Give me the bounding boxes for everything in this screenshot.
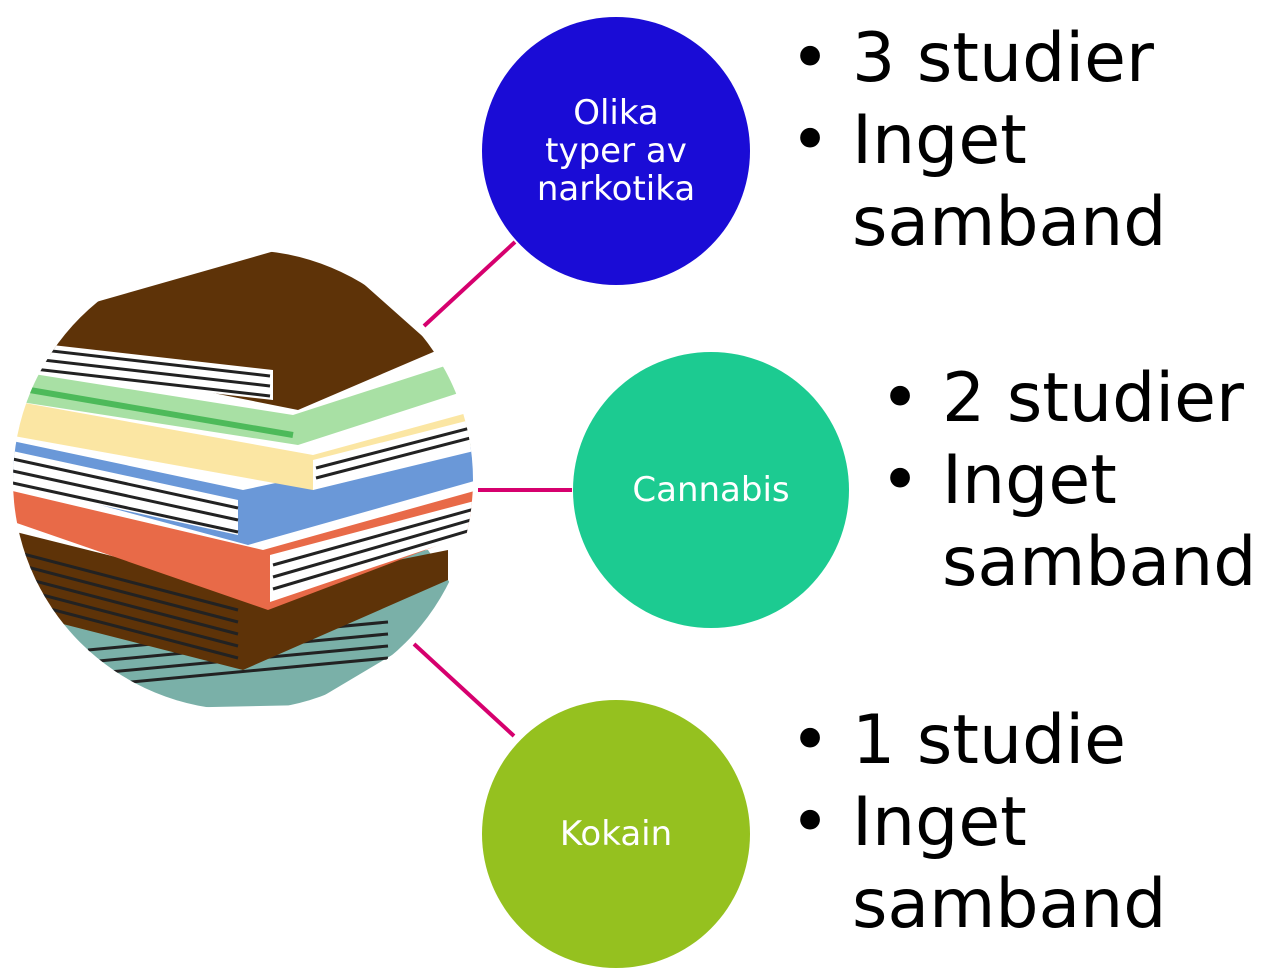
bullet-list: 2 studier Inget samband — [880, 358, 1256, 604]
bullet-list: 3 studier Inget samband — [790, 18, 1166, 264]
node-label: Cannabis — [632, 469, 790, 510]
node-cocaine: Kokain — [482, 700, 750, 968]
node-label: Olika typer av narkotika — [536, 92, 696, 210]
bullet-item: 1 studie — [790, 700, 1166, 782]
bullet-item: Inget samband — [790, 782, 1166, 946]
connector-bottom — [412, 642, 516, 738]
bullet-item: Inget samband — [880, 440, 1256, 604]
node-label: Kokain — [559, 813, 673, 854]
bullet-item: 3 studier — [790, 18, 1166, 100]
stack-of-books-icon — [13, 250, 473, 710]
bullet-item: 2 studier — [880, 358, 1256, 440]
node-drug-types: Olika typer av narkotika — [482, 17, 750, 285]
bullet-list: 1 studie Inget samband — [790, 700, 1166, 946]
node-cannabis: Cannabis — [573, 352, 849, 628]
bullet-item: Inget samband — [790, 100, 1166, 264]
connector-top — [422, 240, 517, 328]
